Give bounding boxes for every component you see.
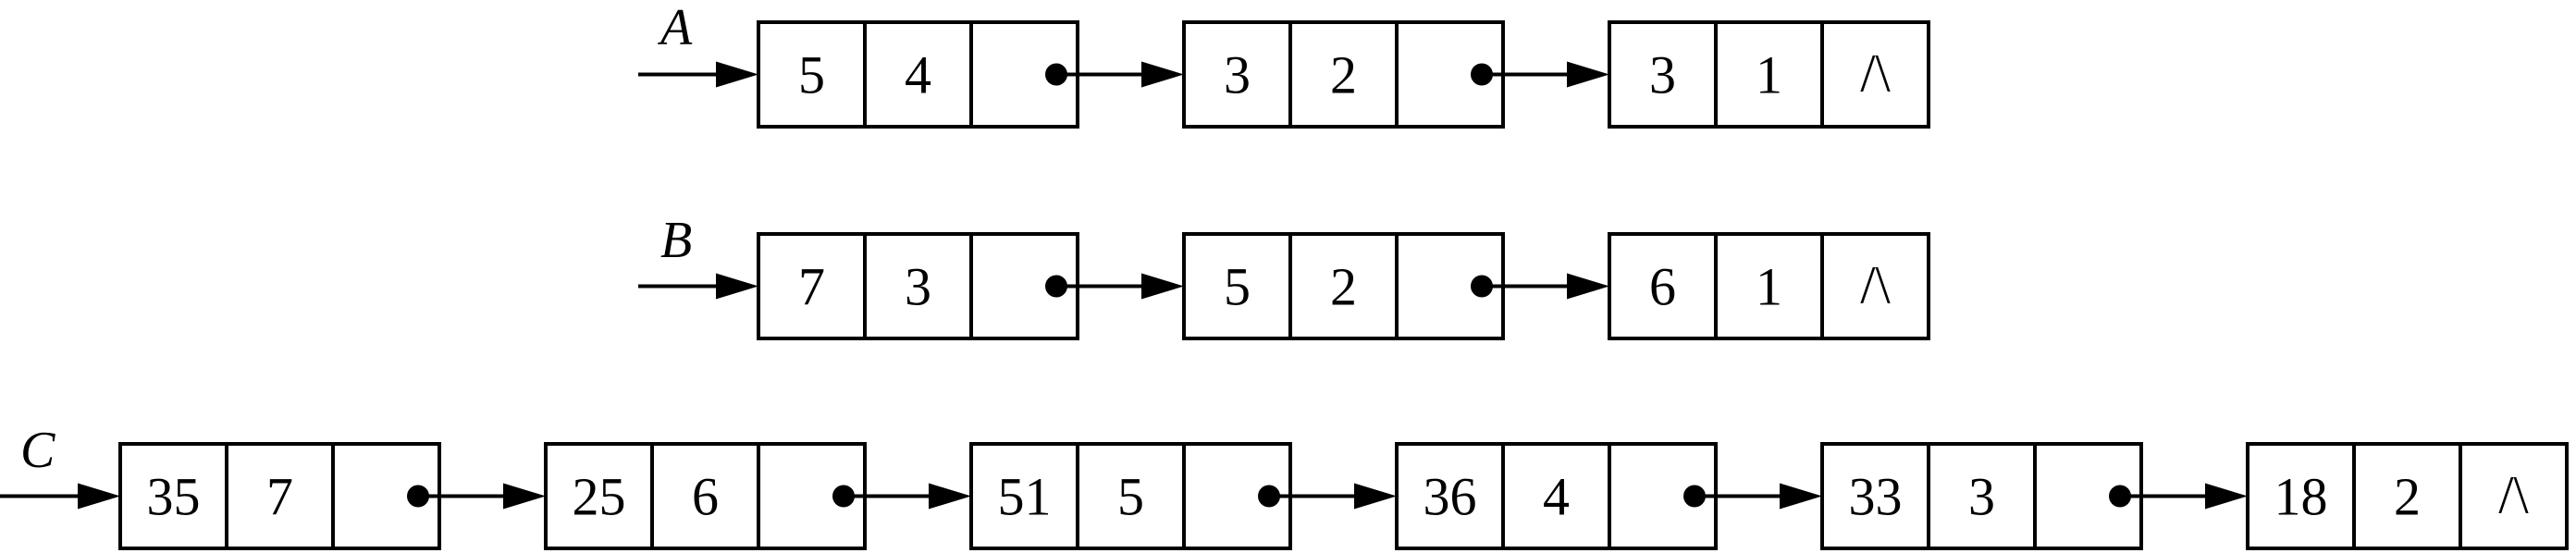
next-pointer-arrow bbox=[1269, 483, 1397, 510]
list-node: 18 2 /\ bbox=[2246, 442, 2569, 550]
exp-field: 3 bbox=[905, 257, 931, 317]
exp-field: 4 bbox=[1543, 467, 1570, 527]
coef-field: 35 bbox=[147, 467, 201, 527]
next-pointer-arrow bbox=[2120, 483, 2248, 510]
exp-field: 2 bbox=[2394, 467, 2421, 527]
node-box bbox=[1820, 442, 2143, 550]
list-node: 36 4 bbox=[1395, 442, 1822, 550]
next-pointer-arrow bbox=[1482, 61, 1609, 88]
coef-field: 33 bbox=[1849, 467, 1903, 527]
arrow-head bbox=[1780, 483, 1822, 510]
next-pointer-arrow bbox=[1056, 273, 1184, 300]
node-box bbox=[1608, 20, 1930, 129]
arrow-head bbox=[1141, 61, 1184, 88]
null-pointer: /\ bbox=[1860, 43, 1891, 104]
coef-field: 7 bbox=[798, 257, 825, 317]
exp-field: 2 bbox=[1330, 257, 1357, 317]
head-pointer-arrow bbox=[0, 483, 120, 510]
head-pointer-arrow bbox=[638, 61, 758, 88]
head-pointer-label: A bbox=[657, 0, 693, 56]
list-node: 35 7 bbox=[118, 442, 546, 550]
arrow-head bbox=[2205, 483, 2248, 510]
arrow-head bbox=[78, 483, 120, 510]
coef-field: 51 bbox=[998, 467, 1052, 527]
arrow-head bbox=[716, 61, 758, 88]
coef-field: 18 bbox=[2274, 467, 2328, 527]
list-node: 51 5 bbox=[969, 442, 1397, 550]
coef-field: 3 bbox=[1224, 45, 1251, 105]
null-pointer: /\ bbox=[2498, 465, 2529, 525]
list-node: 25 6 bbox=[544, 442, 971, 550]
next-pointer-arrow bbox=[1056, 61, 1184, 88]
coef-field: 5 bbox=[1224, 257, 1251, 317]
arrow-head bbox=[503, 483, 546, 510]
next-pointer-arrow bbox=[844, 483, 971, 510]
exp-field: 3 bbox=[1968, 467, 1995, 527]
arrow-head bbox=[1141, 273, 1184, 300]
node-box bbox=[544, 442, 867, 550]
exp-field: 4 bbox=[905, 45, 931, 105]
node-box bbox=[757, 232, 1079, 340]
next-pointer-arrow bbox=[1482, 273, 1609, 300]
node-box bbox=[1182, 20, 1505, 129]
arrow-head bbox=[929, 483, 971, 510]
node-box bbox=[1182, 232, 1505, 340]
node-box bbox=[1608, 232, 1930, 340]
head-pointer-label: B bbox=[660, 212, 692, 269]
exp-field: 7 bbox=[266, 467, 293, 527]
node-box bbox=[1395, 442, 1718, 550]
list-node: 3 1 /\ bbox=[1608, 20, 1930, 129]
coef-field: 25 bbox=[573, 467, 626, 527]
coef-field: 5 bbox=[798, 45, 825, 105]
exp-field: 1 bbox=[1756, 257, 1782, 317]
exp-field: 1 bbox=[1756, 45, 1782, 105]
node-box bbox=[118, 442, 441, 550]
arrow-head bbox=[1354, 483, 1397, 510]
exp-field: 5 bbox=[1117, 467, 1144, 527]
arrow-head bbox=[1567, 273, 1609, 300]
node-box bbox=[2246, 442, 2569, 550]
head-pointer-arrow bbox=[638, 273, 758, 300]
exp-field: 6 bbox=[692, 467, 719, 527]
coef-field: 3 bbox=[1649, 45, 1676, 105]
null-pointer: /\ bbox=[1860, 255, 1891, 315]
next-pointer-arrow bbox=[1695, 483, 1822, 510]
list-node: 6 1 /\ bbox=[1608, 232, 1930, 340]
coef-field: 6 bbox=[1649, 257, 1676, 317]
head-pointer-label: C bbox=[20, 422, 55, 479]
arrow-head bbox=[1567, 61, 1609, 88]
exp-field: 2 bbox=[1330, 45, 1357, 105]
coef-field: 36 bbox=[1424, 467, 1477, 527]
arrow-head bbox=[716, 273, 758, 300]
next-pointer-arrow bbox=[418, 483, 546, 510]
